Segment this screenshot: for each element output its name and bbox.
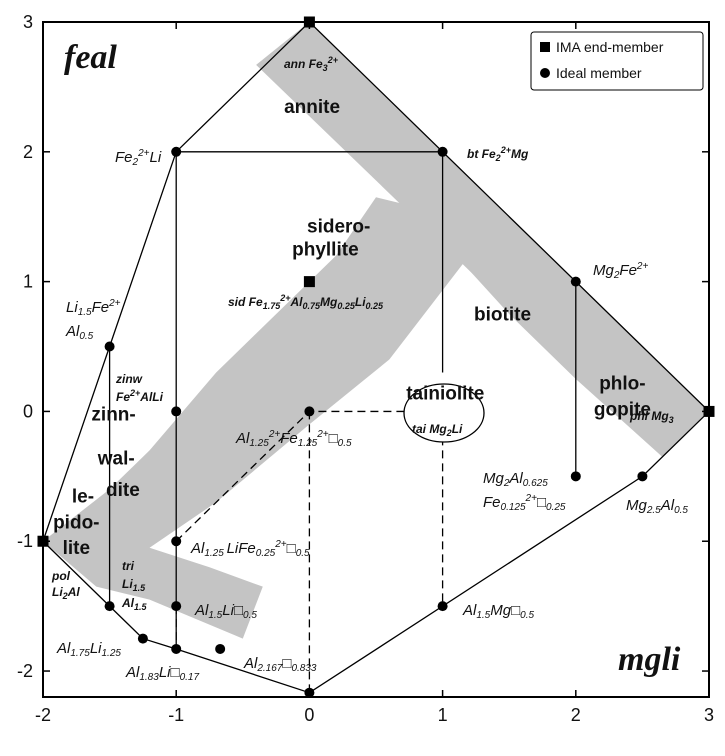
label-polylithionite: pol: [51, 569, 71, 583]
label-siderophyllite: sid Fe1.752+Al0.75Mg0.25Li0.25: [228, 293, 384, 311]
label-al175li125: Al1.75Li1.25: [56, 640, 121, 659]
x-tick-label: -1: [168, 705, 184, 725]
field-label-sidero: sidero-: [307, 216, 370, 237]
ideal-member-point: [171, 643, 182, 654]
shaded-band-2: [43, 197, 470, 639]
label-fe2li: Fe22+Li: [115, 148, 162, 168]
label-al05: Al0.5: [65, 323, 94, 342]
label-tri-li: Li1.5: [122, 577, 146, 593]
y-tick-label: 3: [23, 12, 33, 32]
x-tick-label: 2: [571, 705, 581, 725]
label-biotite: bt Fe22+Mg: [467, 145, 529, 163]
field-label-tainiolite-group: tainiolite: [406, 384, 484, 405]
solid-line-0: [42, 21, 710, 694]
end-member-point: [303, 276, 315, 288]
x-tick-label: 3: [704, 705, 714, 725]
x-tick-label: -2: [35, 705, 51, 725]
ideal-member-point: [437, 146, 448, 157]
x-tick-label: 1: [438, 705, 448, 725]
label-mg2fe: Mg2Fe2+: [593, 261, 648, 281]
end-member-point: [703, 405, 715, 417]
ideal-member-point: [137, 633, 148, 644]
field-labels: annite sidero-phyllite biotite phlo-gopite z…: [53, 97, 651, 559]
label-tri-al: Al1.5: [121, 596, 148, 612]
field-label-le: le-: [72, 486, 94, 507]
field-label-phlo: phlo-: [599, 373, 645, 394]
label-zinnwaldite: zinw: [115, 372, 143, 386]
ideal-member-point: [570, 276, 581, 287]
field-label-zinn: zinn-: [91, 405, 135, 426]
ideal-member-point: [171, 146, 182, 157]
field-label-pido: pido-: [53, 512, 99, 533]
ideal-member-point: [637, 471, 648, 482]
ideal-member-point: [171, 601, 182, 612]
ideal-member-point: [171, 406, 182, 417]
field-label-biotite: biotite: [474, 305, 531, 326]
legend-circle-marker: [540, 68, 550, 78]
legend: IMA end-member Ideal member: [530, 31, 704, 91]
ideal-member-point: [437, 601, 448, 612]
label-al15li: Al1.5Li□0.5: [194, 602, 257, 621]
point-labels: ann Fe32+ Fe22+Li bt Fe22+Mg Mg2Fe2+ sid…: [51, 55, 688, 683]
corner-label-mgli: mgli: [618, 641, 681, 678]
y-tick-label: 2: [23, 142, 33, 162]
label-zinnwaldite-formula: Fe2+AlLi: [116, 388, 164, 404]
field-label-phyllite: phyllite: [292, 240, 359, 261]
legend-label-ideal: Ideal member: [556, 65, 642, 81]
label-al183li: Al1.83Li□0.17: [125, 664, 199, 683]
label-phlogopite: phl Mg3: [629, 409, 674, 425]
ideal-member-point: [171, 536, 182, 547]
end-member-point: [303, 16, 315, 28]
y-tick-label: 1: [23, 272, 33, 292]
label-tainiolite-formula: tai Mg2Li: [412, 422, 463, 438]
field-label-annite: annite: [284, 97, 340, 118]
ideal-member-point: [304, 687, 315, 698]
shaded-bands: [43, 22, 709, 639]
label-fe0125: Fe0.1252+□0.25: [483, 493, 566, 513]
field-label-tainiolite: tainiolite: [406, 384, 484, 405]
legend-label-end-member: IMA end-member: [556, 39, 664, 55]
label-li15fe: Li1.5Fe2+: [66, 298, 121, 318]
label-mg25al05: Mg2.5Al0.5: [626, 497, 688, 516]
ideal-member-point: [104, 341, 115, 352]
label-mg2al0625: Mg2Al0.625: [483, 470, 548, 489]
corner-label-feal: feal: [64, 39, 117, 76]
shaded-band-0: [256, 22, 709, 457]
legend-square-marker: [540, 42, 550, 52]
shaded-band-1: [309, 73, 663, 457]
x-tick-label: 0: [304, 705, 314, 725]
tainiolite-ellipse: [403, 383, 485, 443]
y-tick-label: -1: [17, 531, 33, 551]
field-label-lite: lite: [63, 538, 90, 559]
label-annite: ann Fe32+: [284, 55, 339, 73]
ideal-member-point: [570, 471, 581, 482]
label-al125lifo: Al1.25 LiFe0.252+□0.5: [190, 539, 310, 559]
y-tick-label: 0: [23, 401, 33, 421]
end-member-point: [37, 535, 49, 547]
legend-box: [530, 31, 704, 91]
label-polylithionite-formula: Li2Al: [52, 585, 80, 601]
label-trilithionite: tri: [122, 559, 135, 573]
field-label-gopite: gopite: [594, 399, 651, 420]
field-label-wal: wal-: [97, 449, 135, 470]
field-label-dite: dite: [106, 480, 140, 501]
label-al2167: Al2.167□0.833: [243, 655, 317, 674]
ideal-member-point: [104, 601, 115, 612]
y-tick-label: -2: [17, 661, 33, 681]
ideal-member-point: [215, 643, 226, 654]
join-lines: [42, 21, 710, 694]
member-points: [37, 16, 715, 698]
ideal-member-point: [304, 406, 315, 417]
plot-frame: [42, 21, 710, 698]
label-al15mg: Al1.5Mg□0.5: [462, 602, 534, 621]
label-al125fe125: Al1.252+Fe1.252+□0.5: [235, 429, 352, 449]
